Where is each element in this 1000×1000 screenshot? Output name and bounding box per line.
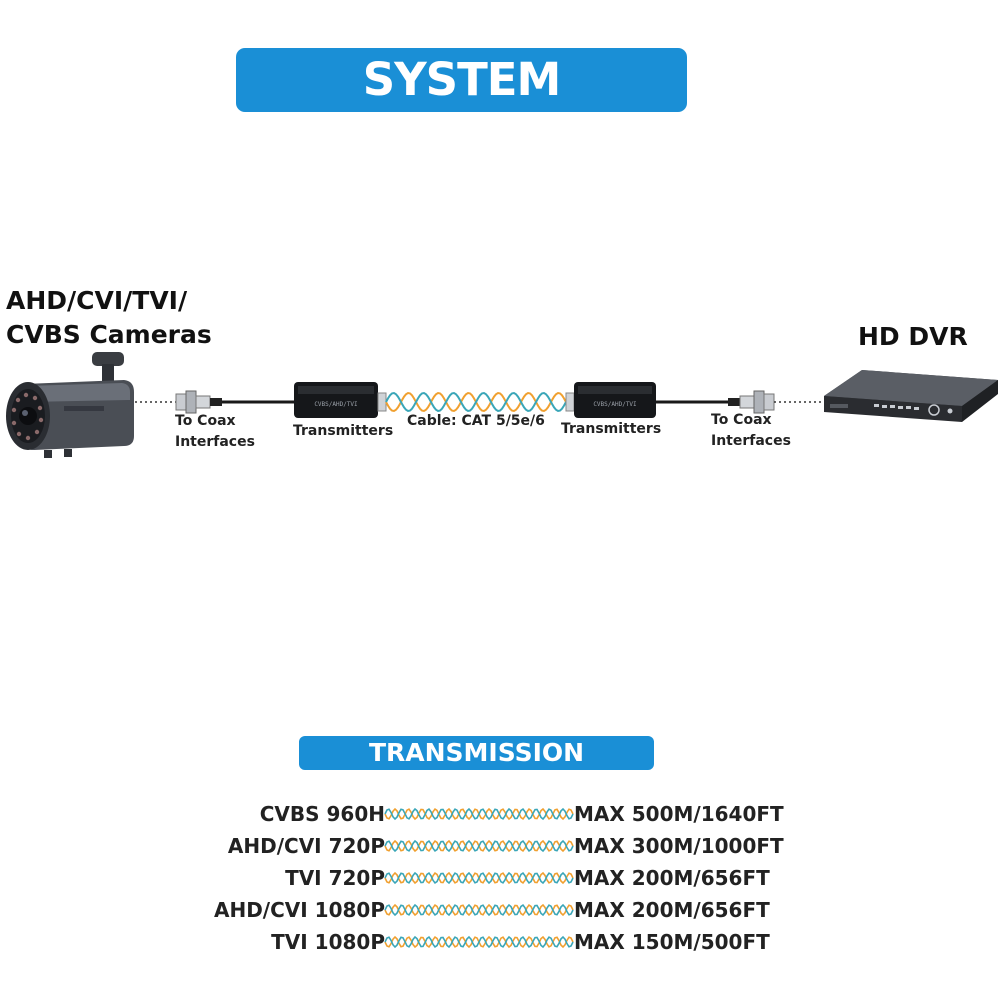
twisted-pair-cable-icon xyxy=(384,807,574,821)
format-label: CVBS 960H xyxy=(259,802,385,826)
system-connection-banner: SYSTEM CONNECTION xyxy=(236,48,687,170)
camera-label-line1: AHD/CVI/TVI/ xyxy=(6,286,188,315)
coax-left-line2: Interfaces xyxy=(175,434,255,450)
max-distance-label: MAX 500M/1640FT xyxy=(574,802,784,826)
twisted-pair-cable-icon xyxy=(384,871,574,885)
format-label: AHD/CVI 1080P xyxy=(213,898,385,922)
camera-label: AHD/CVI/TVI/ CVBS Cameras xyxy=(6,284,212,352)
max-distance-label: MAX 300M/1000FT xyxy=(574,834,784,858)
max-distance-label: MAX 200M/656FT xyxy=(574,866,770,890)
distance-row: CVBS 960H MAX 500M/1640FT xyxy=(0,798,1000,830)
format-label: TVI 720P xyxy=(285,866,385,890)
format-label: AHD/CVI 720P xyxy=(227,834,385,858)
distance-row: TVI 1080P MAX 150M/500FT xyxy=(0,926,1000,958)
transmission-distance-banner: TRANSMISSION DISTANCE xyxy=(299,736,654,801)
svg-text:CVBS/AHD/TVI: CVBS/AHD/TVI xyxy=(314,401,358,408)
format-label: TVI 1080P xyxy=(271,930,385,954)
distance-row: AHD/CVI 720P MAX 300M/1000FT xyxy=(0,830,1000,862)
bnc-connector-icon xyxy=(175,390,222,414)
max-distance-label: MAX 150M/500FT xyxy=(574,930,770,954)
coax-left-line1: To Coax xyxy=(175,413,236,429)
twisted-pair-cable-icon xyxy=(384,935,574,949)
cable-label: Cable: CAT 5/5e/6 xyxy=(407,413,545,429)
dvr-icon xyxy=(824,370,998,422)
coax-label-right: To Coax Interfaces xyxy=(711,410,791,452)
transmitter-label-right: Transmitters xyxy=(561,421,662,437)
distance-row: AHD/CVI 1080P MAX 200M/656FT xyxy=(0,894,1000,926)
connection-diagram: CVBS/AHD/TVI CVBS/AHD/TVI xyxy=(135,382,822,418)
distance-row: TVI 720P MAX 200M/656FT xyxy=(0,862,1000,894)
svg-text:CVBS/AHD/TVI: CVBS/AHD/TVI xyxy=(593,401,637,408)
twisted-pair-cable-icon xyxy=(384,903,574,917)
transmitter-icon: CVBS/AHD/TVI xyxy=(565,382,656,418)
coax-right-line1: To Coax xyxy=(711,412,772,428)
transmitter-icon: CVBS/AHD/TVI xyxy=(294,382,387,418)
max-distance-label: MAX 200M/656FT xyxy=(574,898,770,922)
twisted-pair-cable-icon xyxy=(384,839,574,853)
coax-label-left: To Coax Interfaces xyxy=(175,411,255,453)
transmitter-label-left: Transmitters xyxy=(293,423,394,439)
coax-right-line2: Interfaces xyxy=(711,433,791,449)
camera-icon xyxy=(6,352,134,458)
dvr-label: HD DVR xyxy=(858,322,968,351)
camera-label-line2: CVBS Cameras xyxy=(6,320,212,349)
